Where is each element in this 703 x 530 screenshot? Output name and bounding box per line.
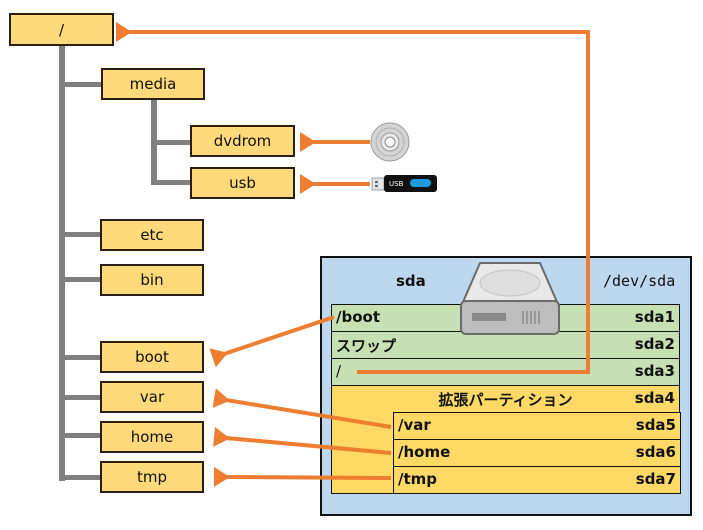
partition-row-sda4[interactable]: 拡張パーティション sda4 /var sda5 /home sda6 /tmp… — [331, 385, 681, 494]
dir-label: bin — [140, 271, 164, 289]
partition-device: sda6 — [635, 443, 676, 461]
disk-name: sda — [396, 272, 426, 290]
partition-device: sda1 — [634, 308, 675, 326]
tree-branch-media — [62, 82, 102, 87]
dir-label: var — [139, 388, 165, 406]
optical-disc-icon — [370, 122, 410, 162]
dir-label: / — [58, 20, 65, 39]
dir-label: tmp — [136, 468, 167, 486]
partition-device: sda2 — [634, 335, 675, 353]
tree-branch-var — [62, 395, 102, 400]
dir-label: boot — [135, 348, 169, 366]
dir-node-usb[interactable]: usb — [190, 167, 295, 199]
tree-branch-home — [62, 433, 102, 438]
dir-label: etc — [140, 226, 164, 244]
dir-label: media — [129, 75, 177, 93]
dir-node-dvdrom[interactable]: dvdrom — [190, 125, 295, 157]
dir-node-media[interactable]: media — [101, 68, 205, 100]
dir-node-bin[interactable]: bin — [100, 264, 204, 296]
arrow-sda5-to-var — [212, 388, 392, 429]
partition-mount: / — [336, 362, 342, 380]
tree-branch-bin — [62, 277, 102, 282]
svg-text:USB: USB — [389, 180, 404, 188]
disk-path: /dev/sda — [603, 272, 676, 290]
arrow-sda6-to-home — [213, 426, 392, 455]
partition-mount: スワップ — [336, 337, 397, 355]
dir-node-var[interactable]: var — [100, 381, 204, 413]
tree-trunk — [59, 44, 65, 481]
partition-mount: /boot — [336, 308, 380, 326]
partition-row-sda2[interactable]: スワップ sda2 — [331, 331, 680, 359]
usb-stick-icon: USB — [371, 175, 437, 192]
arrow-sda7-to-tmp — [213, 466, 392, 487]
partition-device: sda3 — [634, 362, 675, 380]
partition-device: sda5 — [635, 416, 676, 434]
dir-label: home — [130, 428, 174, 446]
hard-drive-icon — [460, 262, 560, 335]
partition-mount: /var — [398, 416, 431, 434]
dir-label: dvdrom — [213, 132, 272, 150]
partition-device: sda7 — [635, 470, 676, 488]
dir-node-root[interactable]: / — [9, 13, 114, 46]
partition-row-sda7[interactable]: /tmp sda7 — [393, 466, 681, 494]
dir-node-tmp[interactable]: tmp — [100, 461, 204, 493]
partition-device: sda4 — [634, 389, 675, 407]
arrow-sda1-to-boot — [209, 315, 335, 368]
tree-branch-usb — [154, 180, 192, 185]
tree-branch-etc — [62, 232, 102, 237]
partition-mount: /home — [398, 443, 451, 461]
arrow-sda3-to-root — [116, 22, 590, 374]
dir-node-boot[interactable]: boot — [100, 341, 204, 373]
dir-node-etc[interactable]: etc — [100, 219, 204, 251]
dir-node-home[interactable]: home — [100, 421, 204, 453]
tree-branch-boot — [62, 355, 102, 360]
partition-mount: /tmp — [398, 470, 438, 488]
dir-label: usb — [229, 174, 256, 192]
tree-branch-tmp — [62, 475, 102, 480]
tree-branch-dvdrom — [154, 140, 192, 145]
partition-mount: 拡張パーティション — [438, 391, 573, 409]
